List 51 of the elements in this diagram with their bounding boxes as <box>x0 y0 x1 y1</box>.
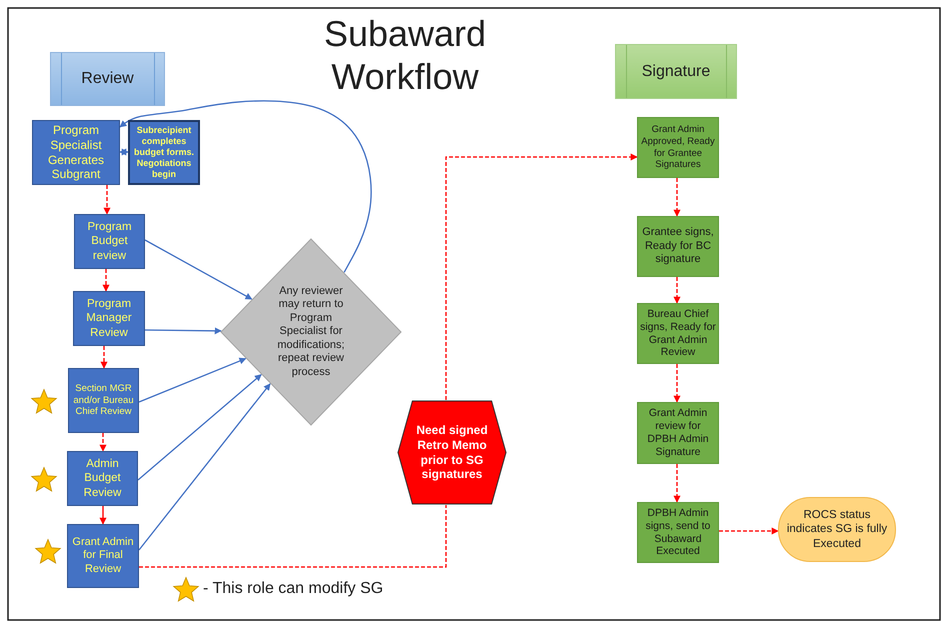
process-box <box>74 214 145 269</box>
dashed-arrow <box>674 178 680 217</box>
dashed-arrow <box>674 464 680 503</box>
process-box <box>73 291 145 346</box>
header-label: Signature <box>642 62 710 82</box>
process-box <box>68 368 139 433</box>
header-box <box>50 52 165 106</box>
warning-text: Need signed Retro Memo prior to SG signatures <box>415 423 489 482</box>
dashed-arrow <box>100 433 106 452</box>
box-label: Grant Admin Approved, Ready for Grantee Signatures <box>640 124 716 171</box>
process-box <box>637 402 719 464</box>
process-box <box>32 120 120 185</box>
header-box <box>615 44 737 99</box>
box-label: Grant Admin review for DPBH Admin Signature <box>646 407 710 459</box>
terminal-text: ROCS status indicates SG is fully Executed <box>786 508 888 551</box>
process-box <box>67 524 139 588</box>
process-box <box>637 216 719 277</box>
dashed-arrow <box>674 277 680 304</box>
process-box <box>637 502 719 563</box>
arrow <box>119 148 129 156</box>
arrow <box>138 383 271 550</box>
box-label: Program Manager Review <box>85 297 133 340</box>
arrow <box>100 506 106 525</box>
dashed-arrow <box>674 364 680 403</box>
arrow <box>119 100 372 273</box>
decision-text: Any reviewer may return to Program Specialist for modifications; repeat review process <box>276 285 346 379</box>
box-label: Subrecipient completes budget forms. Negotiations begin <box>133 125 195 180</box>
hexagon-shape <box>397 400 507 505</box>
process-box <box>637 117 719 178</box>
dashed-arrow <box>719 528 779 534</box>
arrow <box>144 239 252 300</box>
box-label: Section MGR and/or Bureau Chief Review <box>72 383 135 418</box>
box-label: DPBH Admin signs, send to Subaward Executed <box>644 506 712 558</box>
box-label: Program Specialist Generates Subgrant <box>46 123 106 182</box>
dashed-arrow <box>100 346 108 369</box>
legend-label: - This role can modify SG <box>203 580 384 598</box>
decision-diamond <box>220 238 402 426</box>
process-box <box>67 451 138 506</box>
dashed-arrow <box>445 154 638 400</box>
arrow <box>145 327 222 334</box>
box-label: Grantee signs, Ready for BC signature <box>641 226 715 267</box>
dashed-arrow <box>102 269 110 292</box>
diagram-title: Subaward Workflow <box>322 12 488 98</box>
arrow <box>138 374 262 480</box>
arrow <box>138 358 246 403</box>
box-label: Admin Budget Review <box>82 457 122 500</box>
dashed-arrow <box>104 185 110 215</box>
box-label: Grant Admin for Final Review <box>71 536 135 576</box>
box-label: Program Budget review <box>86 220 133 263</box>
header-label: Review <box>81 69 134 89</box>
box-label: Bureau Chief signs, Ready for Grant Admin Review <box>640 308 716 360</box>
